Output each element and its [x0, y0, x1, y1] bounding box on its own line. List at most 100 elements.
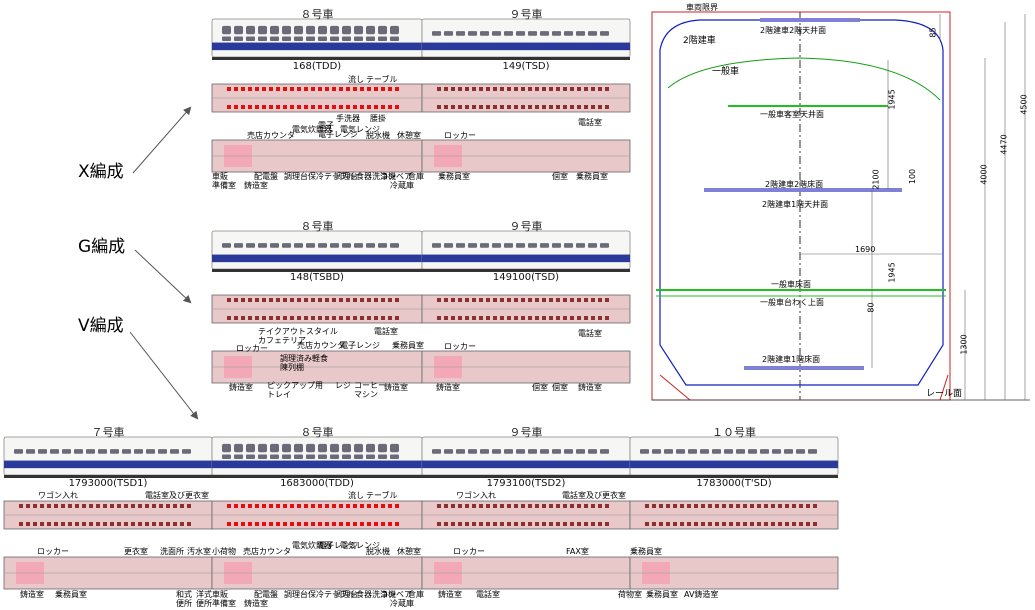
- g-car8-window: [354, 243, 363, 248]
- v-car8-window-lower: [234, 454, 243, 460]
- x-car8-upper-seat: [353, 87, 357, 91]
- v-car9-upper-seat: [605, 504, 609, 508]
- v-car7-upper-seat: [138, 522, 142, 526]
- x-car9-upper-seat: [507, 105, 511, 109]
- v-car9-upper-seat: [605, 522, 609, 526]
- x-lower-bottom-8: 冷蔵庫: [390, 181, 414, 190]
- v-upper-label-0: ワゴン入れ: [38, 491, 78, 500]
- label-bilevel-1f-ceiling: 2階建車1階天井面: [762, 200, 829, 209]
- g-car8-upper-seat: [227, 316, 231, 320]
- g-car8-upper-seat: [262, 298, 266, 302]
- x-car8-window-lower: [282, 36, 291, 42]
- v-car7-upper-seat: [124, 504, 128, 508]
- dim-1945-upper: 1945: [887, 89, 897, 110]
- x-car8-upper-seat: [276, 105, 280, 109]
- v-car10-upper-seat: [743, 522, 747, 526]
- v-car8-upper-seat: [248, 522, 252, 526]
- normal-roof: [667, 57, 941, 101]
- x-car8-upper-seat: [332, 105, 336, 109]
- g-car9-upper-seat: [465, 298, 469, 302]
- v-car7-upper-seat: [68, 522, 72, 526]
- v-car10-window: [676, 449, 685, 454]
- v-car10-upper-seat: [687, 522, 691, 526]
- v-car10-window: [700, 449, 709, 454]
- g-car8-upper-seat: [241, 298, 245, 302]
- x-car9-upper-seat: [472, 105, 476, 109]
- v-car9-upper-seat: [542, 504, 546, 508]
- g-car8-window: [270, 243, 279, 248]
- g-car8-upper-seat: [234, 316, 238, 320]
- g-car8-number: ８号車: [300, 220, 334, 233]
- x-car9-window: [516, 31, 525, 36]
- x-lower-bottom-4: 保冷テーブル: [308, 172, 356, 181]
- g-car9-window: [528, 243, 537, 248]
- v-car7-upper-seat: [75, 504, 79, 508]
- g-car8-window: [222, 243, 231, 248]
- g-car9-upper-seat: [584, 298, 588, 302]
- g-car9-upper-seat: [598, 316, 602, 320]
- g-car8-upper-seat: [276, 316, 280, 320]
- v-car7-upper-seat: [40, 504, 44, 508]
- v-car9-window: [432, 449, 441, 454]
- v-car8-upper-seat: [227, 522, 231, 526]
- v-car7-upper-seat: [82, 504, 86, 508]
- v-lower-top-3: 汚水室: [187, 547, 211, 556]
- v-car10-window: [796, 449, 805, 454]
- x-car8-upper-seat: [241, 105, 245, 109]
- v-lower-top-0: ロッカー: [37, 547, 69, 556]
- x-car8-upper-seat: [353, 105, 357, 109]
- g-car9-window: [516, 243, 525, 248]
- v-car8-upper-seat: [241, 504, 245, 508]
- v-car7-upper-seat: [47, 522, 51, 526]
- v-car10-upper-seat: [722, 522, 726, 526]
- v-lower-top-12: FAX室: [566, 547, 589, 556]
- v-car8-upper-seat: [395, 504, 399, 508]
- g-car9-window: [432, 243, 441, 248]
- x-car8-upper-seat: [318, 105, 322, 109]
- v-car7-upper-seat: [166, 522, 170, 526]
- v-car8-window-upper: [294, 443, 303, 453]
- g-car9-window: [456, 243, 465, 248]
- v-car9-window: [492, 449, 501, 454]
- g-car9-body: [421, 230, 631, 270]
- g-lower-top-3: 乗務員室: [392, 341, 424, 350]
- g-car9-upper-seat: [486, 298, 490, 302]
- g-car9-upper-seat: [514, 298, 518, 302]
- v-car9-band: [422, 460, 630, 469]
- v-car8-window-upper: [246, 443, 255, 453]
- v-car8-upper-seat: [283, 504, 287, 508]
- v-car8-number: ８号車: [300, 426, 334, 439]
- v-lower-bottom-4: 便所: [176, 599, 192, 608]
- v-car8-upper-seat: [353, 522, 357, 526]
- v-car7-upper-seat: [131, 504, 135, 508]
- g-car8-upper-seat: [388, 298, 392, 302]
- v-car7-upper-seat: [19, 522, 23, 526]
- g-lower-bottom-9: 個室: [552, 383, 568, 392]
- v-car9-upper-seat: [584, 522, 588, 526]
- x-car9-upper-seat: [437, 87, 441, 91]
- bilevel-2f-floor-line: [704, 188, 902, 192]
- x-lower-bottom-12: 乗務員室: [576, 172, 608, 181]
- x-car8-upper-seat: [339, 105, 343, 109]
- g-upper-label-2: 電話室: [374, 327, 398, 336]
- g-car8-upper-seat: [248, 298, 252, 302]
- v-car7-upper-seat: [103, 504, 107, 508]
- x-car8-window-upper: [294, 25, 303, 35]
- v-lower-bottom-14: 冷蔵庫: [390, 599, 414, 608]
- v-car8-upper-seat: [388, 504, 392, 508]
- g-car8-upper-seat: [318, 316, 322, 320]
- g-car9-upper-seat: [563, 298, 567, 302]
- v-car7-upper-seat: [145, 504, 149, 508]
- x-lower-bottom-11: 個室: [552, 172, 568, 181]
- v-car7-upper-seat: [180, 522, 184, 526]
- v-car10-upper-seat: [645, 504, 649, 508]
- v-car8-upper-seat: [318, 522, 322, 526]
- v-car8-upper-seat: [346, 504, 350, 508]
- v-car7-upper-seat: [47, 504, 51, 508]
- x-car9-window: [528, 31, 537, 36]
- g-car8-window: [306, 243, 315, 248]
- v-car10-upper-seat: [666, 522, 670, 526]
- v-car8-upper-seat: [269, 504, 273, 508]
- g-car8-window: [234, 243, 243, 248]
- g-car9-window: [480, 243, 489, 248]
